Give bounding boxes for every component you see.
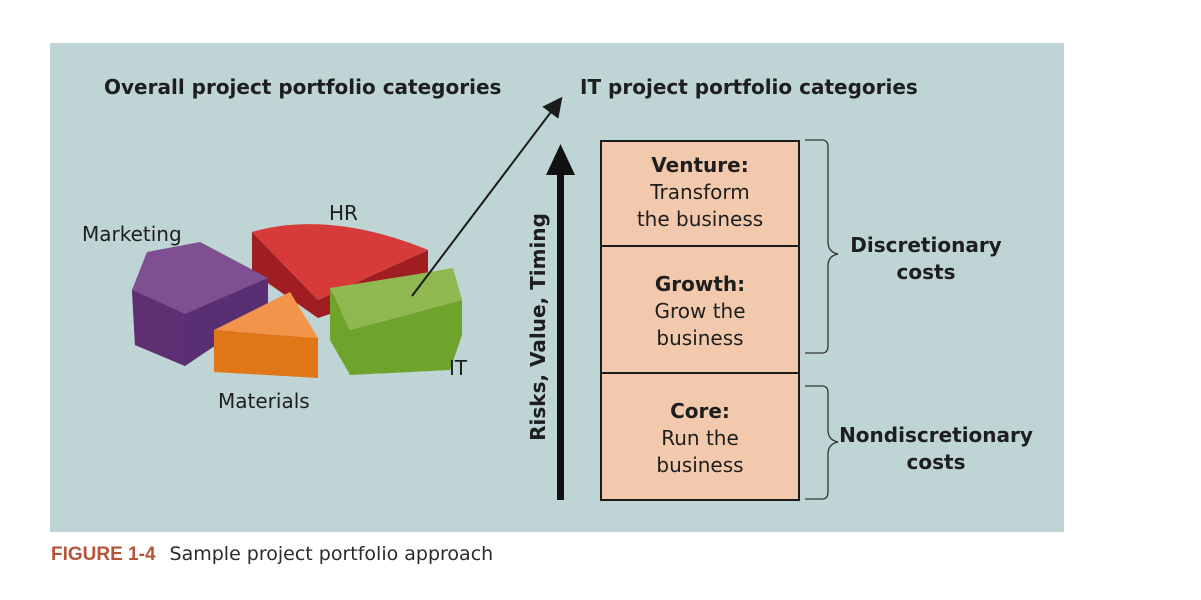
discretionary-line1: Discretionary (850, 233, 1002, 257)
growth-line1: Grow the (654, 299, 746, 323)
figure-number: FIGURE 1-4 (51, 544, 156, 565)
venture-heading: Venture: (651, 153, 749, 177)
materials-label: Materials (218, 389, 310, 413)
core-heading: Core: (670, 399, 730, 423)
core-line2: business (656, 453, 744, 477)
nondiscretionary-line1: Nondiscretionary (839, 423, 1033, 447)
nondiscretionary-line2: costs (906, 450, 966, 474)
growth-heading: Growth: (654, 272, 746, 296)
venture-line2: the business (636, 207, 764, 231)
it-label: IT (449, 356, 468, 380)
discretionary-brace (805, 139, 839, 354)
it-slice (330, 268, 462, 375)
discretionary-costs-label: Discretionary costs (846, 232, 1006, 286)
venture-box: Venture: Transform the business (600, 140, 800, 247)
pointer-arrow (411, 96, 563, 297)
hr-slice (252, 224, 428, 318)
it-portfolio-title: IT project portfolio categories (580, 75, 918, 99)
figure-caption: FIGURE 1-4 Sample project portfolio appro… (51, 543, 493, 566)
marketing-label: Marketing (82, 222, 182, 246)
materials-slice (214, 292, 318, 378)
growth-line2: business (656, 326, 744, 350)
overall-portfolio-title: Overall project portfolio categories (104, 75, 502, 99)
discretionary-line2: costs (896, 260, 956, 284)
risk-value-timing-label: Risks, Value, Timing (526, 213, 550, 441)
risk-axis-arrow (546, 144, 575, 500)
marketing-slice (132, 242, 268, 366)
core-line1: Run the (661, 426, 739, 450)
growth-box: Growth: Grow the business (600, 245, 800, 374)
core-box: Core: Run the business (600, 372, 800, 501)
hr-label: HR (329, 201, 358, 225)
nondiscretionary-brace (805, 385, 839, 500)
nondiscretionary-costs-label: Nondiscretionary costs (838, 422, 1034, 476)
figure-caption-text: Sample project portfolio approach (169, 543, 494, 565)
venture-line1: Transform (650, 180, 750, 204)
